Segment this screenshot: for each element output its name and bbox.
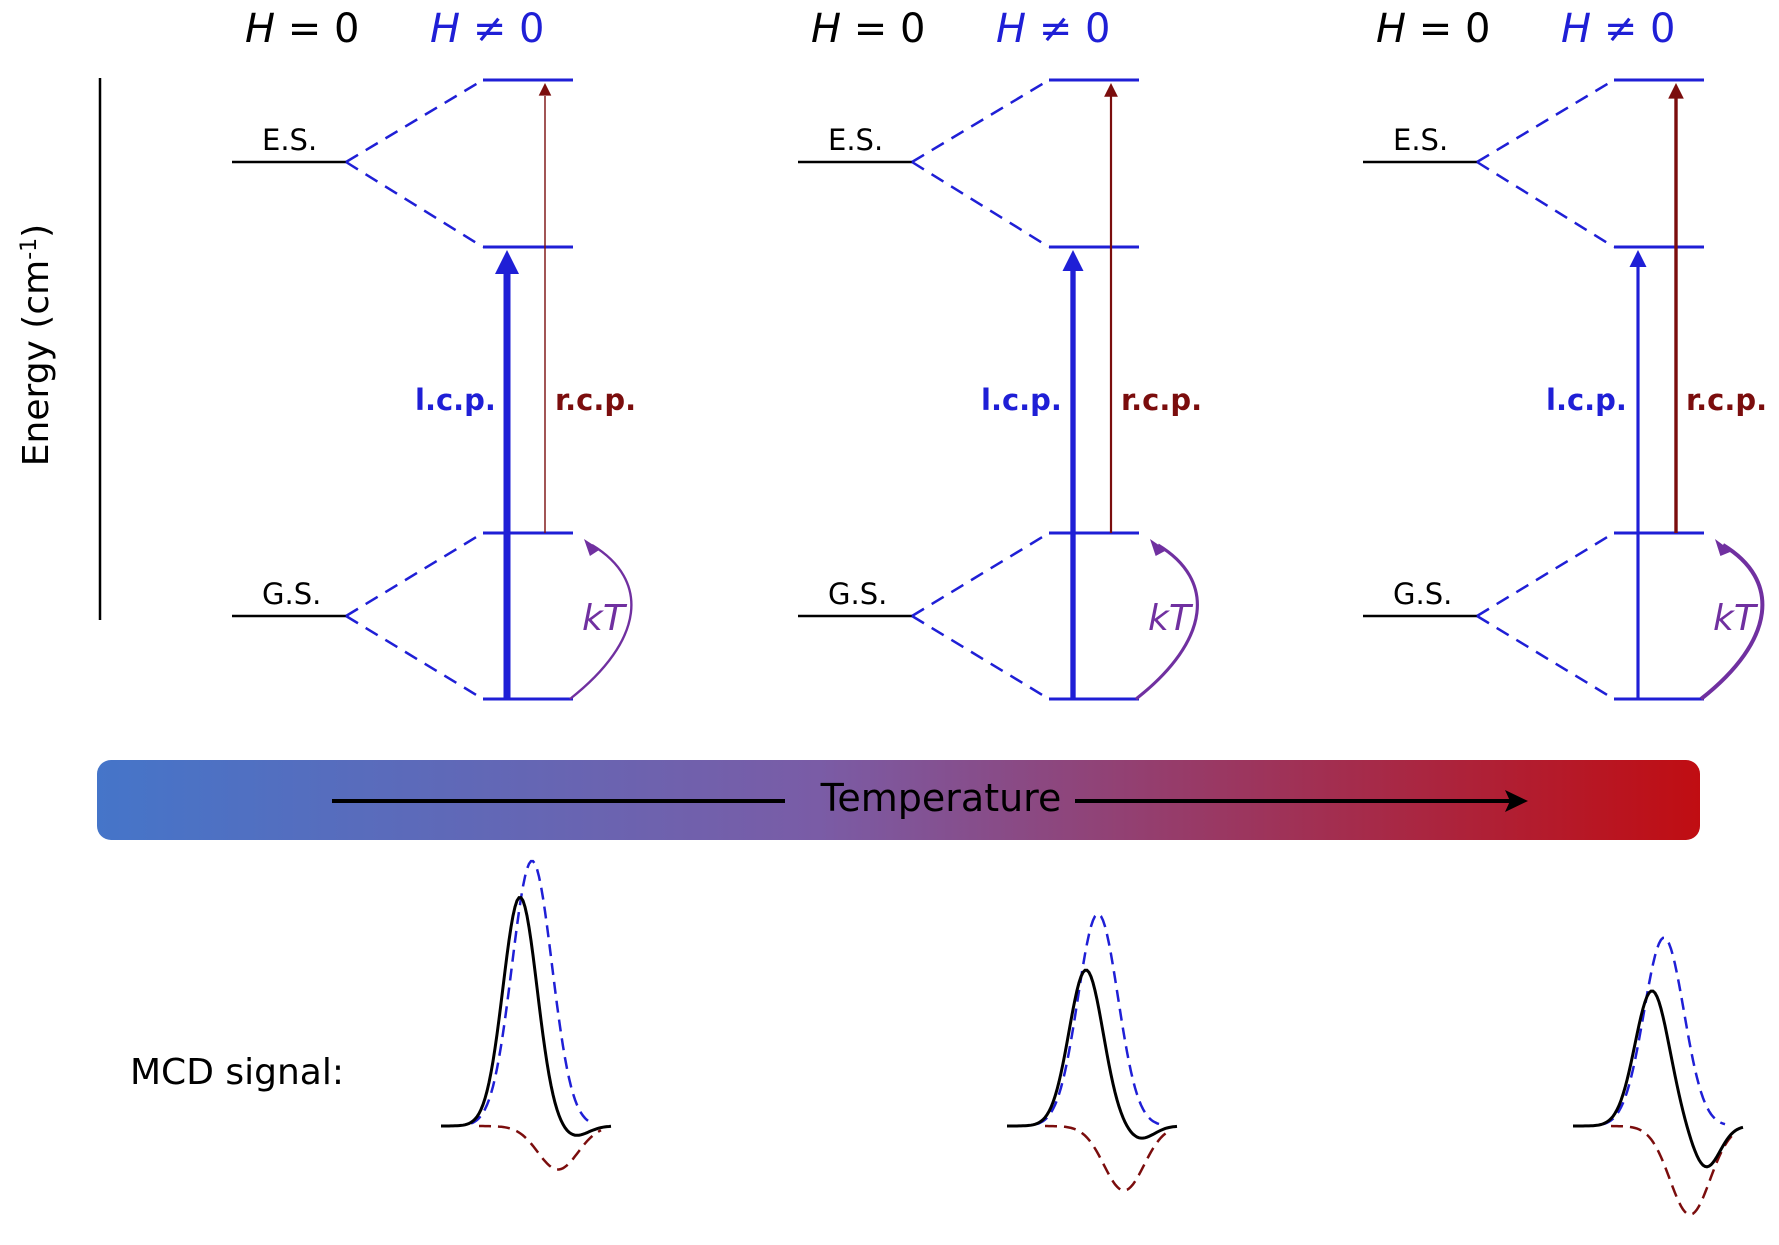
- temperature-arrowhead: [1505, 790, 1528, 812]
- lcp-arrowhead: [495, 250, 519, 274]
- es-split-dash-upper: [1476, 78, 1615, 164]
- header-zero-value: = 0: [1406, 6, 1490, 52]
- lcp-label: l.c.p.: [981, 383, 1062, 417]
- mcd-signal-mid-temperature: [1007, 912, 1178, 1192]
- mcd-net-signal: [1573, 989, 1744, 1169]
- es-split-dash-lower: [1476, 160, 1615, 249]
- header-zero-value: = 0: [841, 6, 925, 52]
- gs-split-dash-lower: [345, 614, 484, 701]
- header-zero-symbol: H: [245, 6, 275, 52]
- lcp-arrowhead: [1629, 250, 1647, 267]
- temperature-bar: [97, 760, 1700, 840]
- kt-label: kT: [582, 598, 628, 639]
- gs-split-dash-upper: [911, 531, 1050, 618]
- gs-split-dash-upper: [1476, 531, 1615, 618]
- rcp-label: r.c.p.: [555, 383, 636, 417]
- rcp-label: r.c.p.: [1121, 383, 1202, 417]
- lcp-absorption-dashed: [1602, 936, 1726, 1126]
- lcp-arrowhead: [1062, 250, 1084, 271]
- header-field-value: ≠ 0: [1591, 6, 1675, 52]
- es-split-dash-lower: [911, 160, 1050, 249]
- rcp-arrowhead: [1104, 83, 1118, 97]
- excited-state-label: E.S.: [828, 123, 883, 157]
- excited-state-label: E.S.: [262, 123, 317, 157]
- mcd-signal-label: MCD signal:: [130, 1052, 344, 1093]
- rcp-absorption-dashed: [479, 1124, 602, 1171]
- header-zero-field: H = 0: [811, 6, 925, 52]
- header-applied-field: H ≠ 0: [1561, 6, 1675, 52]
- ground-state-label: G.S.: [1393, 577, 1452, 611]
- mcd-net-signal: [1007, 968, 1178, 1140]
- header-zero-field: H = 0: [245, 6, 359, 52]
- header-applied-field: H ≠ 0: [996, 6, 1110, 52]
- kt-label: kT: [1148, 598, 1194, 639]
- gs-split-dash-lower: [911, 614, 1050, 701]
- header-field-value: ≠ 0: [460, 6, 544, 52]
- header-zero-symbol: H: [811, 6, 841, 52]
- excited-state-label: E.S.: [1393, 123, 1448, 157]
- header-field-value: ≠ 0: [1026, 6, 1110, 52]
- header-zero-value: = 0: [275, 6, 359, 52]
- kt-label: kT: [1713, 598, 1759, 639]
- lcp-absorption-dashed: [470, 859, 594, 1125]
- rcp-label: r.c.p.: [1686, 383, 1767, 417]
- ground-state-label: G.S.: [828, 577, 887, 611]
- kt-curve: [1135, 543, 1199, 701]
- rcp-arrowhead: [1668, 83, 1684, 99]
- energy-axis-label-main: Energy (cm: [16, 260, 57, 466]
- ground-state-label: G.S.: [262, 577, 321, 611]
- energy-axis-label-superscript: -1: [17, 238, 42, 260]
- header-field-symbol: H: [1561, 6, 1591, 52]
- energy-axis-label-close: ): [16, 224, 57, 238]
- header-field-symbol: H: [430, 6, 460, 52]
- header-zero-field: H = 0: [1376, 6, 1490, 52]
- es-split-dash-lower: [345, 160, 484, 249]
- kt-curve: [1699, 543, 1765, 701]
- lcp-label: l.c.p.: [415, 383, 496, 417]
- es-split-dash-upper: [911, 78, 1050, 164]
- mcd-signal-low-temperature: [441, 859, 612, 1171]
- gs-split-dash-lower: [1476, 614, 1615, 701]
- temperature-label: Temperature: [820, 776, 1062, 820]
- kt-arrowhead: [584, 539, 601, 556]
- kt-arrowhead: [1150, 539, 1167, 556]
- rcp-absorption-dashed: [1045, 1124, 1168, 1192]
- es-split-dash-upper: [345, 78, 484, 164]
- rcp-absorption-dashed: [1610, 1124, 1734, 1216]
- header-field-symbol: H: [996, 6, 1026, 52]
- mcd-signal-high-temperature: [1573, 936, 1744, 1216]
- kt-arrowhead: [1715, 539, 1732, 556]
- header-zero-symbol: H: [1376, 6, 1406, 52]
- energy-axis-label: Energy (cm-1): [16, 224, 57, 466]
- header-applied-field: H ≠ 0: [430, 6, 544, 52]
- mcd-net-signal: [441, 896, 612, 1137]
- gs-split-dash-upper: [345, 531, 484, 618]
- lcp-label: l.c.p.: [1546, 383, 1627, 417]
- rcp-arrowhead: [538, 83, 552, 96]
- kt-curve: [569, 543, 633, 700]
